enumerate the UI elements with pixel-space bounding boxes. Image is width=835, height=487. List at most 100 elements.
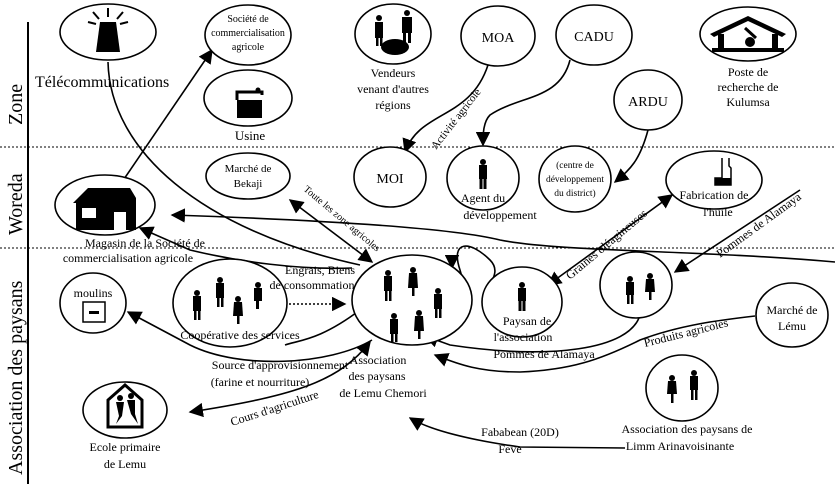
node-pa-voisine[interactable]: Association des paysans de Limm Arinavoi…	[622, 354, 753, 453]
node-label-line: Kulumsa	[726, 95, 770, 109]
edge-label-fababean-1: Fababean (20D)	[481, 425, 559, 439]
edge-cours	[188, 340, 371, 418]
node-magasin[interactable]: Magasin de la Société de commercialisati…	[54, 174, 205, 265]
node-label-line: Poste de	[728, 65, 768, 79]
node-label-line: Bekaji	[234, 178, 263, 190]
edge-magasin-societe	[121, 48, 213, 183]
node-label-line: recherche de	[718, 80, 779, 94]
edge-pommes	[673, 189, 801, 273]
node-label: Coopérative des services	[180, 328, 300, 342]
node-label: Usine	[235, 128, 266, 143]
node-centre[interactable]: (centre de développement du district)	[538, 145, 612, 213]
node-label-line: régions	[375, 98, 411, 112]
edge-couple-pa	[423, 314, 641, 353]
edge-label-engrais-2: de consommation	[270, 278, 355, 292]
edge-label-cours: Cours d'agriculture	[229, 387, 321, 429]
node-label-line: l'association	[494, 330, 553, 344]
node-cooperative[interactable]: Coopérative des services	[172, 258, 300, 348]
node-label-line: Marché de	[767, 303, 818, 317]
node-moi[interactable]: MOI	[353, 146, 427, 208]
node-usine[interactable]: Usine	[203, 69, 293, 143]
node-label: moulins	[74, 286, 113, 300]
node-label-line: Pommes de Alamaya	[493, 347, 595, 361]
node-label-line: Agent du	[461, 191, 505, 205]
edge-pa-magasin	[138, 226, 353, 270]
edge-cadu-agent	[475, 59, 571, 147]
couple-icon	[626, 273, 655, 304]
node-moa[interactable]: MOA	[460, 5, 536, 67]
node-label-line: Ecole primaire	[90, 440, 161, 454]
node-label-line: commercialisation agricole	[63, 251, 193, 265]
node-label-line: Fabrication de	[680, 188, 749, 202]
node-ecole[interactable]: Ecole primaire de Lemu	[82, 381, 168, 471]
node-label-line: (centre de	[556, 160, 594, 171]
radio-tower-icon	[87, 8, 129, 52]
node-label: ARDU	[628, 95, 668, 110]
node-label-line: développement	[463, 208, 537, 222]
node-label-line: Association des paysans de	[622, 422, 753, 436]
node-label-line: l'huile	[703, 205, 733, 219]
node-label-line: venant d'autres	[357, 82, 429, 96]
edge-bekaji-pa	[288, 199, 374, 263]
edge-produits	[433, 315, 756, 373]
edge-label-engrais-1: Engrais, Biens	[285, 263, 355, 277]
edge-label-fababean-2: Feve	[498, 442, 521, 456]
edge-moa-moi	[402, 64, 489, 154]
node-pa-lemu[interactable]: Association des paysans de Lemu Chemori	[339, 254, 473, 400]
node-paysan[interactable]: Paysan de l'association Pommes de Alamay…	[481, 266, 595, 361]
node-cadu[interactable]: CADU	[555, 4, 633, 66]
vendors-icon	[375, 10, 412, 55]
people-group-icon	[193, 277, 262, 324]
factory-icon	[235, 87, 264, 118]
node-label-line: Association	[350, 353, 407, 367]
edges	[107, 48, 835, 449]
node-label-line: développement	[546, 175, 604, 185]
research-station-icon	[710, 16, 786, 52]
edge-magasin-long	[170, 208, 835, 263]
edge-graines	[546, 194, 674, 286]
node-label-line: du district)	[554, 188, 595, 199]
node-label-line: de Lemu	[104, 457, 146, 471]
node-huile[interactable]: Fabrication de l'huile	[665, 150, 763, 219]
edge-fababean	[408, 417, 626, 449]
edge-label-source-2: (farine et nourriture)	[211, 375, 310, 389]
node-label-line: Lému	[778, 319, 806, 333]
node-label-line: Vendeurs	[371, 66, 416, 80]
node-telecom[interactable]: Télécommunications	[35, 3, 169, 91]
node-label-line: Magasin de la Société de	[85, 236, 205, 250]
node-marche-lemu[interactable]: Marché de Lému	[755, 282, 829, 348]
couple-icon	[667, 370, 698, 403]
node-label: CADU	[574, 30, 614, 45]
node-label-line: commercialisation	[211, 28, 285, 39]
people-group-icon	[384, 267, 442, 342]
node-agent[interactable]: Agent du développement	[446, 145, 537, 222]
node-label-line: des paysans	[349, 369, 406, 383]
node-moulins[interactable]: moulins	[59, 272, 127, 334]
node-couple[interactable]	[599, 251, 673, 319]
node-label-line: Paysan de	[503, 314, 551, 328]
edge-ardu-centre	[613, 129, 649, 183]
node-societe[interactable]: Société de commercialisation agricole	[204, 4, 292, 66]
level-label-pa: Association des paysans	[5, 280, 27, 475]
level-label-woreda: Woreda	[5, 173, 27, 235]
node-bekaji[interactable]: Marché de Bekaji	[205, 152, 291, 200]
node-label: MOA	[482, 31, 516, 46]
mill-icon	[82, 301, 106, 323]
node-label-line: de Lemu Chemori	[339, 386, 427, 400]
person-icon	[479, 159, 487, 189]
node-label: MOI	[376, 172, 404, 187]
node-label-line: Société de	[227, 14, 269, 25]
edge-label-produits: Produits agricoles	[642, 315, 729, 350]
level-label-zone: Zone	[5, 84, 27, 125]
node-vendeurs[interactable]: Vendeurs venant d'autres régions	[354, 3, 432, 112]
node-kulumsa[interactable]: Poste de recherche de Kulumsa	[699, 6, 797, 109]
person-icon	[518, 282, 526, 311]
node-label-line: Marché de	[225, 163, 272, 175]
node-label-line: Limm Arinavoisinante	[626, 439, 734, 453]
edge-label-source-1: Source d'approvisionnement	[212, 358, 349, 372]
level-frame: Zone Woreda Association des paysans	[0, 22, 835, 484]
node-label: Télécommunications	[35, 74, 169, 91]
node-ardu[interactable]: ARDU	[613, 69, 683, 131]
